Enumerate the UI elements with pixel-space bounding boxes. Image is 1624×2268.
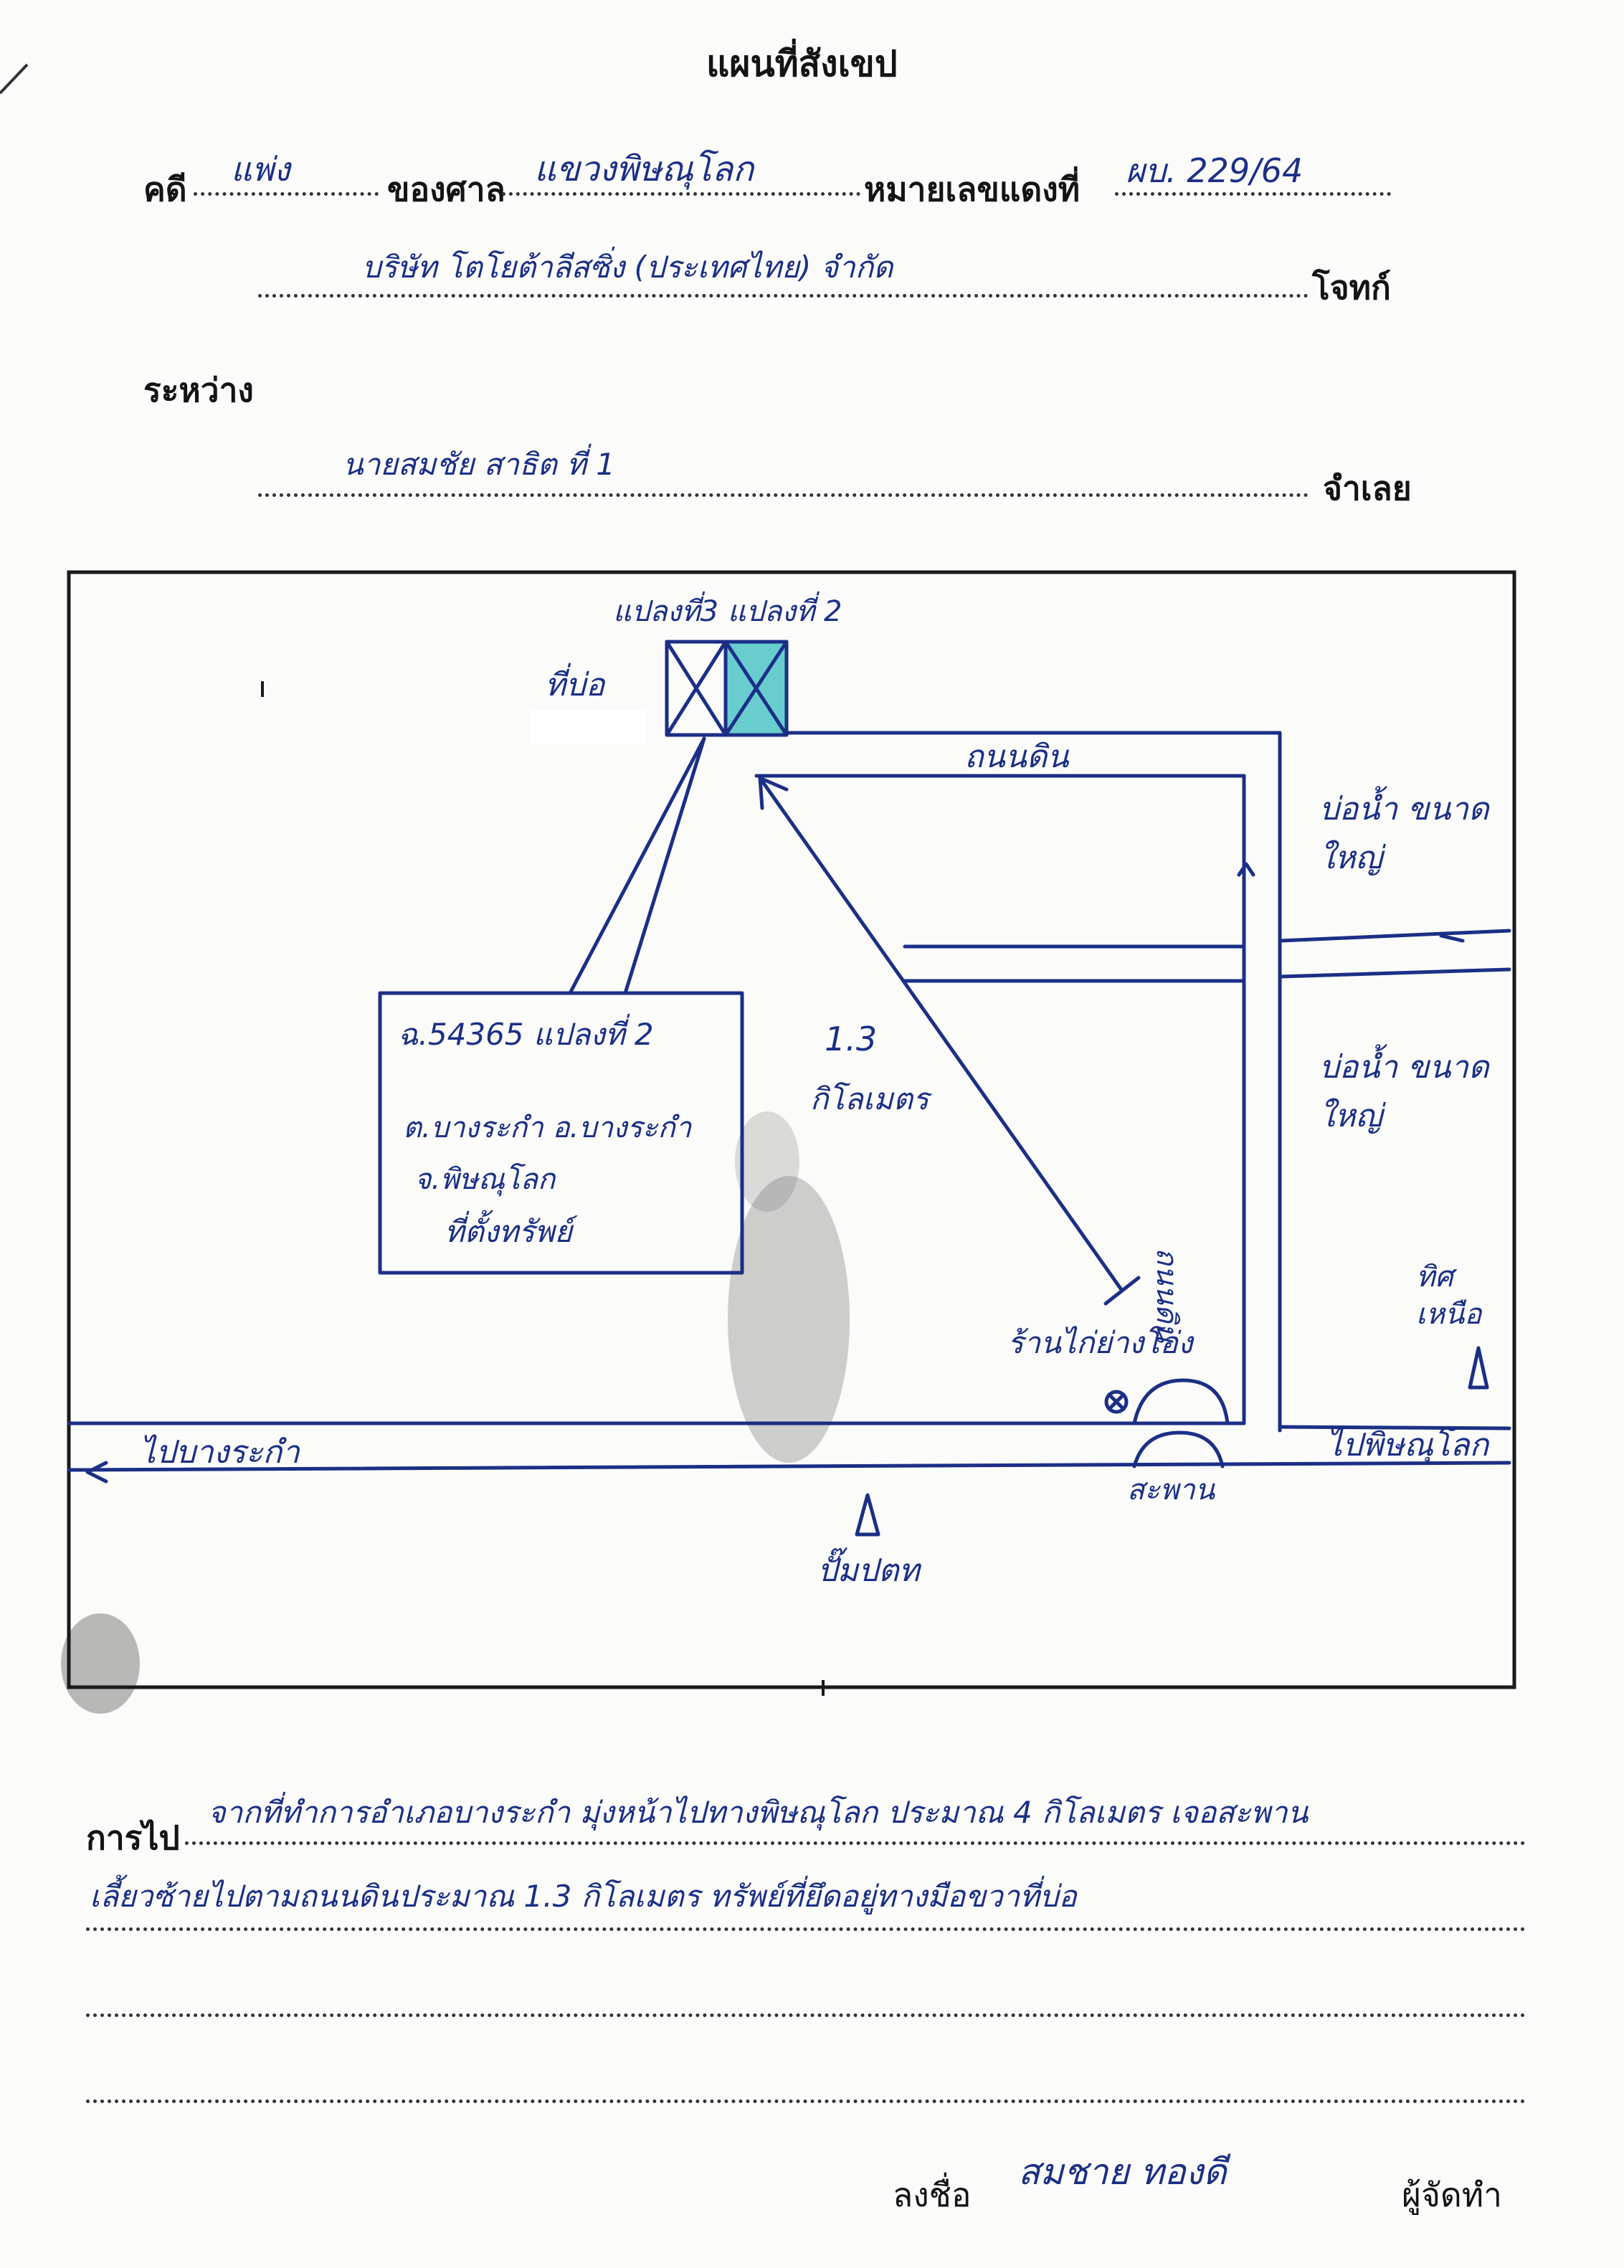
- directions-text-1: จากที่ทำการอำเภอบางระกำ มุ่งหน้าไปทางพิษ…: [208, 1795, 1309, 1830]
- distance-arrow: [759, 778, 1124, 1293]
- role-label: ผู้จัดทำ: [1402, 2176, 1502, 2214]
- directions-line-3: [86, 2013, 1526, 2017]
- page-title: แผนที่สังเขป: [706, 42, 898, 85]
- between-label: ระหว่าง: [143, 371, 254, 409]
- case-label: คดี: [143, 170, 187, 209]
- signer-name: สมชาย ทองดี: [1018, 2151, 1227, 2193]
- smudge-bottom-left: [61, 1613, 140, 1714]
- plaintiff-name-value: บริษัท โตโยต้าลีสซิ่ง (ประเทศไทย) จำกัด: [362, 250, 893, 285]
- case-type-line: [194, 192, 379, 196]
- directions-label: การไป: [86, 1818, 180, 1857]
- north-arrow-station: [855, 1493, 880, 1537]
- info-line-4: ที่ตั้งทรัพย์: [445, 1214, 573, 1249]
- station-label: ปั๊มปตท: [817, 1552, 920, 1589]
- bridge-label: สะพาน: [1127, 1474, 1215, 1507]
- main-road-bottom: [67, 1461, 1511, 1472]
- defendant-name-value: นายสมชัย สาธิต ที่ 1: [343, 447, 615, 482]
- smudge-center-small: [735, 1111, 799, 1212]
- court-name-value: แขวงพิษณุโลก: [534, 149, 754, 189]
- distance-unit: กิโลเมตร: [810, 1081, 929, 1116]
- pond-upper-label: บ่อน้ำ ขนาดใหญ่: [1319, 791, 1489, 876]
- north-arrow-right: [1468, 1346, 1489, 1390]
- smudge-center: [728, 1176, 850, 1463]
- directions-line-1: [185, 1841, 1526, 1845]
- plot-labels: แปลงที่3 แปลงที่ 2: [613, 595, 842, 628]
- defendant-line: [258, 493, 1309, 497]
- directions-line-2: [86, 1927, 1526, 1931]
- plaintiff-line: [258, 294, 1309, 298]
- road-right-label: ไปพิษณุโลก: [1326, 1427, 1489, 1463]
- stray-mark: [0, 63, 29, 95]
- directions-line-4: [86, 2099, 1526, 2103]
- sign-label: ลงชื่อ: [893, 2176, 972, 2214]
- pond-lower-label: บ่อน้ำ ขนาดใหญ่: [1319, 1049, 1489, 1134]
- pond-label: ที่บ่อ: [545, 667, 605, 703]
- property-info-box: [378, 991, 744, 1275]
- bridge-hump-top: [1132, 1378, 1230, 1425]
- info-line-1: ฉ.54365 แปลงที่ 2: [398, 1017, 654, 1052]
- red-case-number-line: [1115, 192, 1391, 196]
- plaintiff-label: โจทก์: [1312, 268, 1391, 307]
- shop-label: ร้านไก่ย่างโอ่ง: [1007, 1325, 1193, 1360]
- court-label: ของศาล: [387, 170, 505, 209]
- shop-marker: [1104, 1390, 1129, 1414]
- dirt-road-top-label: ถนนดิน: [964, 739, 1069, 775]
- red-case-label: หมายเลขแดงที่: [864, 170, 1081, 209]
- info-line-3: จ.พิษณุโลก: [414, 1163, 556, 1196]
- case-type-value: แพ่ง: [231, 150, 290, 189]
- court-name-line: [502, 192, 860, 196]
- road-left-label: ไปบางระกำ: [140, 1434, 300, 1471]
- red-case-number-value: ผบ. 229/64: [1126, 151, 1304, 190]
- map-frame: [67, 570, 1516, 1689]
- defendant-label: จำเลย: [1323, 469, 1412, 508]
- correction-patch: [529, 710, 645, 744]
- north-label: ทิศ เหนือ: [1416, 1261, 1482, 1331]
- directions-text-2: เลี้ยวซ้ายไปตามถนนดินประมาณ 1.3 กิโลเมตร…: [90, 1879, 1077, 1914]
- bridge-hump-bottom: [1132, 1430, 1225, 1468]
- info-line-2: ต.บางระกำ อ.บางระกำ: [403, 1111, 692, 1144]
- distance-value: 1.3: [825, 1020, 878, 1058]
